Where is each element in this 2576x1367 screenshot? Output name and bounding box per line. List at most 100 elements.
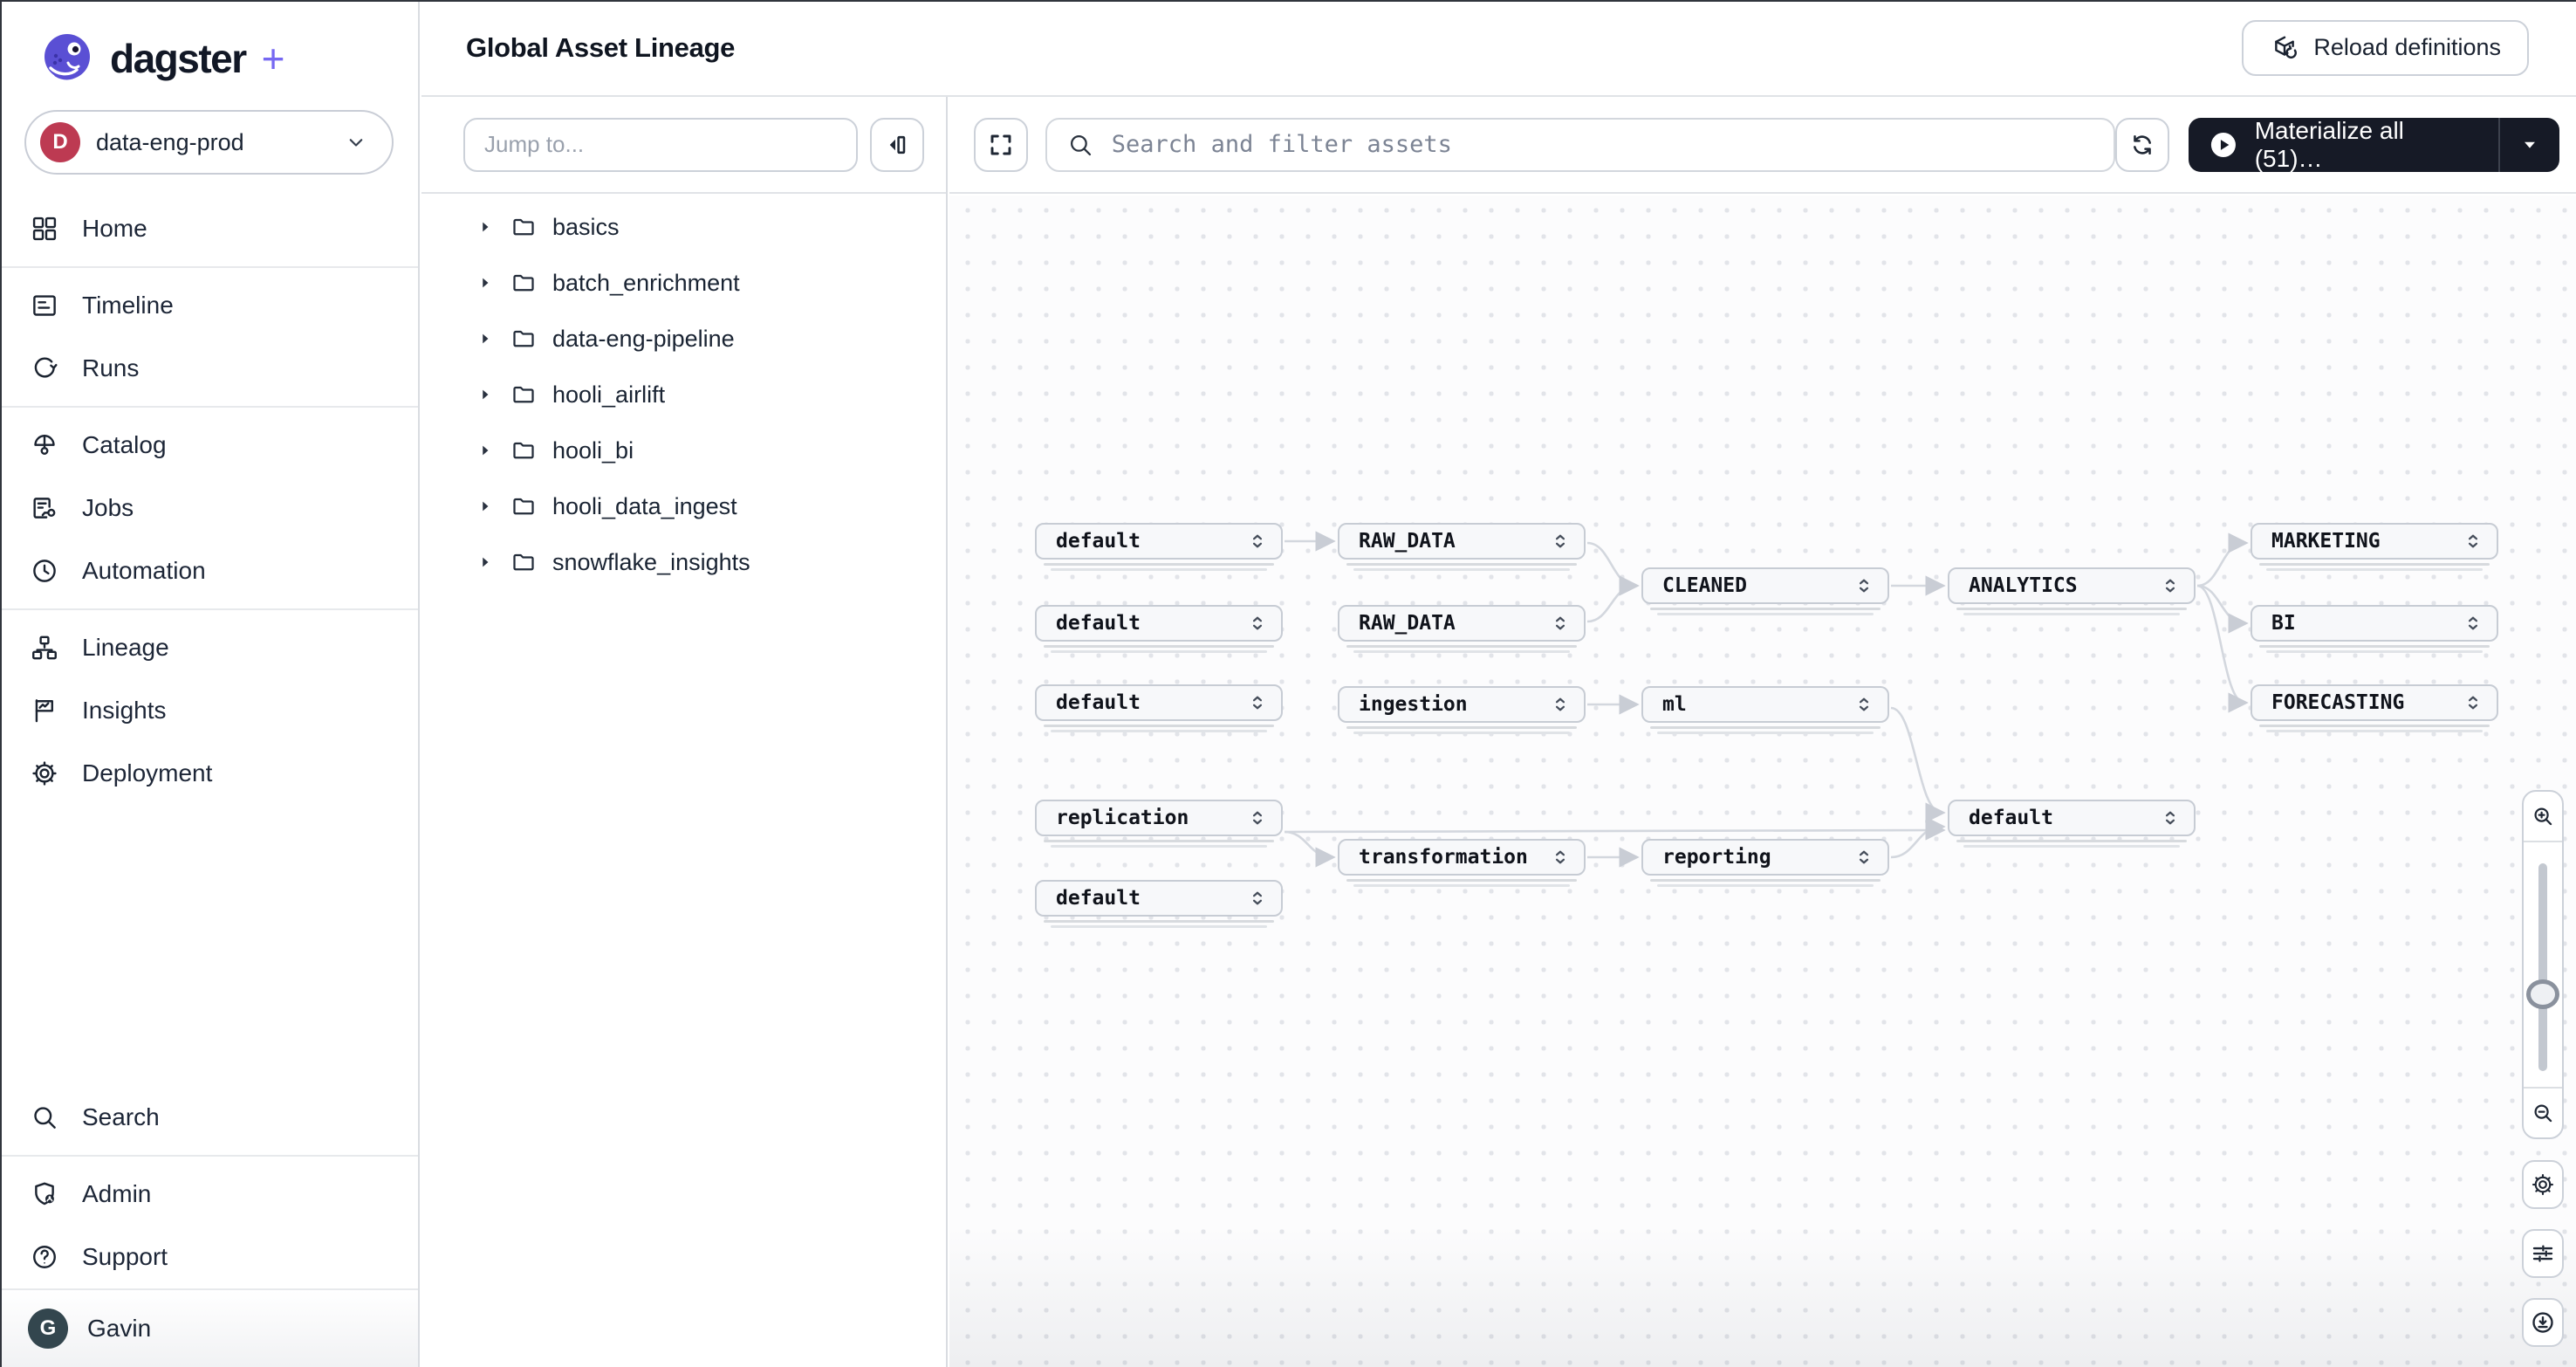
caret-right-icon[interactable] bbox=[476, 329, 495, 348]
search-icon bbox=[1066, 131, 1094, 159]
unfold-icon[interactable] bbox=[2462, 691, 2484, 714]
graph-node-forecasting[interactable]: FORECASTING bbox=[2251, 684, 2498, 732]
materialize-all-button[interactable]: Materialize all (51)… bbox=[2189, 117, 2498, 173]
group-node-label: default bbox=[1969, 807, 2053, 829]
unfold-icon[interactable] bbox=[1853, 693, 1875, 716]
sidebar-item-home[interactable]: Home bbox=[0, 197, 418, 260]
unfold-icon[interactable] bbox=[1549, 530, 1572, 553]
reload-definitions-icon bbox=[2270, 33, 2299, 63]
graph-node-default_1[interactable]: default bbox=[1035, 523, 1283, 571]
graph-node-transformation[interactable]: transformation bbox=[1338, 839, 1586, 887]
unfold-icon[interactable] bbox=[1853, 574, 1875, 597]
graph-filters-button[interactable] bbox=[2522, 1229, 2564, 1278]
unfold-icon[interactable] bbox=[2462, 530, 2484, 553]
zoom-slider-track[interactable] bbox=[2538, 863, 2547, 1071]
sidebar-item-label: Automation bbox=[82, 557, 206, 584]
logo-plus-badge: + bbox=[261, 36, 285, 81]
graph-node-analytics[interactable]: ANALYTICS bbox=[1948, 567, 2196, 615]
fit-view-button[interactable] bbox=[974, 117, 1028, 172]
sidebar-item-runs[interactable]: Runs bbox=[0, 337, 418, 400]
graph-node-default_5[interactable]: default bbox=[1035, 880, 1283, 928]
sidebar-item-catalog[interactable]: Catalog bbox=[0, 414, 418, 477]
graph-node-ml[interactable]: ml bbox=[1641, 686, 1889, 734]
graph-node-raw_data_2[interactable]: RAW_DATA bbox=[1338, 605, 1586, 653]
caret-right-icon[interactable] bbox=[476, 553, 495, 572]
caret-right-icon[interactable] bbox=[476, 273, 495, 292]
unfold-icon[interactable] bbox=[2462, 612, 2484, 635]
unfold-icon[interactable] bbox=[2159, 807, 2182, 829]
tree-folder-label: data-eng-pipeline bbox=[552, 325, 735, 352]
tree-folder-data-eng-pipeline[interactable]: data-eng-pipeline bbox=[421, 311, 946, 367]
deployment-switcher[interactable]: D data-eng-prod bbox=[24, 110, 394, 175]
sidebar-item-deployment[interactable]: Deployment bbox=[0, 742, 418, 805]
graph-node-cleaned[interactable]: CLEANED bbox=[1641, 567, 1889, 615]
graph-settings-button[interactable] bbox=[2522, 1160, 2564, 1209]
automation-icon bbox=[30, 556, 59, 586]
graph-node-bi[interactable]: BI bbox=[2251, 605, 2498, 653]
sidebar-item-automation[interactable]: Automation bbox=[0, 539, 418, 602]
group-node-label: RAW_DATA bbox=[1359, 612, 1456, 635]
unfold-icon[interactable] bbox=[1549, 693, 1572, 716]
dagster-logo-icon bbox=[38, 30, 96, 87]
tree-folder-basics[interactable]: basics bbox=[421, 199, 946, 255]
tree-folder-snowflake_insights[interactable]: snowflake_insights bbox=[421, 534, 946, 590]
graph-node-marketing[interactable]: MARKETING bbox=[2251, 523, 2498, 571]
group-node-label: default bbox=[1056, 691, 1141, 714]
reload-definitions-button[interactable]: Reload definitions bbox=[2242, 19, 2529, 76]
jobs-icon bbox=[30, 493, 59, 523]
caret-right-icon[interactable] bbox=[476, 217, 495, 237]
catalog-icon bbox=[30, 430, 59, 460]
graph-node-ingestion[interactable]: ingestion bbox=[1338, 686, 1586, 734]
unfold-icon[interactable] bbox=[1549, 612, 1572, 635]
unfold-icon[interactable] bbox=[1246, 530, 1269, 553]
graph-node-raw_data_1[interactable]: RAW_DATA bbox=[1338, 523, 1586, 571]
sidebar-item-label: Catalog bbox=[82, 431, 167, 458]
page-header: Global Asset Lineage Reload definitions bbox=[421, 0, 2576, 97]
sidebar-item-admin[interactable]: Admin bbox=[0, 1163, 418, 1226]
graph-node-reporting[interactable]: reporting bbox=[1641, 839, 1889, 887]
materialize-options-button[interactable] bbox=[2500, 118, 2559, 172]
tree-folder-hooli_airlift[interactable]: hooli_airlift bbox=[421, 367, 946, 422]
caret-right-icon[interactable] bbox=[476, 385, 495, 404]
sidebar-item-jobs[interactable]: Jobs bbox=[0, 477, 418, 539]
group-node-label: ml bbox=[1662, 693, 1687, 716]
tree-folder-hooli_bi[interactable]: hooli_bi bbox=[421, 422, 946, 478]
unfold-icon[interactable] bbox=[1246, 691, 1269, 714]
unfold-icon[interactable] bbox=[1549, 846, 1572, 869]
edge-reporting-to-default_4 bbox=[1890, 816, 1946, 859]
page-title: Global Asset Lineage bbox=[466, 31, 736, 63]
download-graph-button[interactable] bbox=[2522, 1298, 2564, 1347]
unfold-icon[interactable] bbox=[2159, 574, 2182, 597]
unfold-icon[interactable] bbox=[1246, 612, 1269, 635]
zoom-in-button[interactable] bbox=[2524, 792, 2562, 842]
sidebar-item-timeline[interactable]: Timeline bbox=[0, 274, 418, 337]
sidebar-item-insights[interactable]: Insights bbox=[0, 679, 418, 742]
zoom-out-button[interactable] bbox=[2524, 1087, 2562, 1137]
unfold-icon[interactable] bbox=[1853, 846, 1875, 869]
group-node-label: FORECASTING bbox=[2271, 691, 2405, 714]
caret-right-icon[interactable] bbox=[476, 441, 495, 460]
zoom-slider-handle[interactable] bbox=[2526, 979, 2559, 1009]
view-controls bbox=[2522, 790, 2564, 1347]
asset-search-input[interactable] bbox=[1045, 117, 2116, 172]
graph-node-default_3[interactable]: default bbox=[1035, 684, 1283, 732]
sidebar-item-search[interactable]: Search bbox=[0, 1086, 418, 1149]
tree-folder-hooli_data_ingest[interactable]: hooli_data_ingest bbox=[421, 478, 946, 534]
user-menu[interactable]: G Gavin bbox=[0, 1288, 418, 1367]
sidebar-item-support[interactable]: Support bbox=[0, 1226, 418, 1288]
lineage-canvas[interactable]: default RAW_DATA default RAW_DATA CLEANE… bbox=[949, 196, 2576, 1367]
jump-to-input[interactable] bbox=[463, 117, 858, 172]
unfold-icon[interactable] bbox=[1246, 887, 1269, 910]
collapse-panel-button[interactable] bbox=[870, 117, 924, 172]
graph-node-replication[interactable]: replication bbox=[1035, 800, 1283, 848]
folder-icon bbox=[510, 549, 537, 575]
caret-right-icon[interactable] bbox=[476, 497, 495, 516]
sidebar-item-lineage[interactable]: Lineage bbox=[0, 616, 418, 679]
unfold-icon[interactable] bbox=[1246, 807, 1269, 829]
graph-node-default_2[interactable]: default bbox=[1035, 605, 1283, 653]
refresh-button[interactable] bbox=[2115, 117, 2169, 172]
tree-folder-batch_enrichment[interactable]: batch_enrichment bbox=[421, 255, 946, 311]
sidebar-item-label: Home bbox=[82, 215, 147, 242]
group-node-label: CLEANED bbox=[1662, 574, 1747, 597]
graph-node-default_4[interactable]: default bbox=[1948, 800, 2196, 848]
